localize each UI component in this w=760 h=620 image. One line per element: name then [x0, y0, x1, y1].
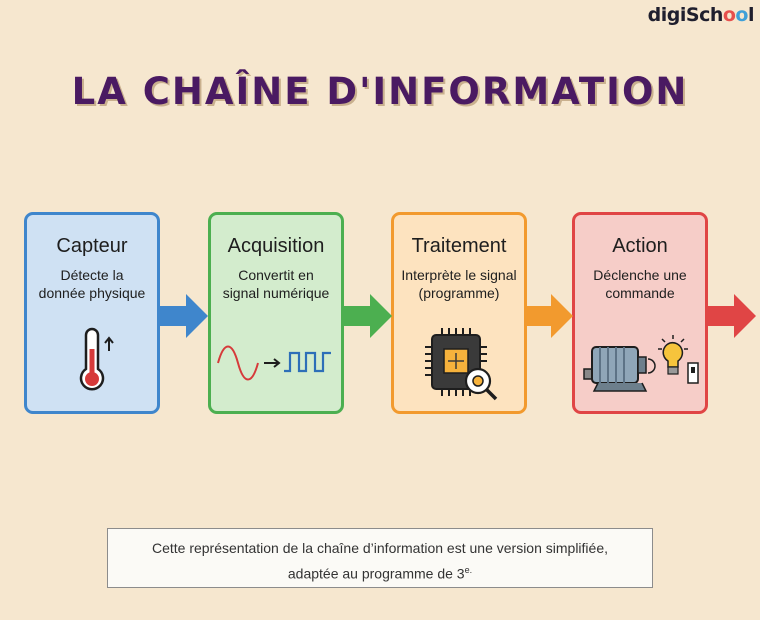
stage-title: Action — [612, 235, 668, 257]
motor-lightbulb-icon — [583, 335, 699, 392]
flow-arrow — [160, 294, 208, 338]
signal-conversion-icon — [217, 345, 331, 381]
flow-arrow — [708, 294, 756, 338]
note-line-1: Cette représentation de la chaîne d’info… — [151, 540, 609, 556]
microchip-icon — [425, 328, 498, 401]
note-box: Cette représentation de la chaîne d’info… — [107, 528, 653, 588]
stage-title: Capteur — [56, 235, 128, 257]
note-line-2: adaptée au programme de 3e. — [287, 565, 473, 582]
stage-action: Action Déclenche une commande — [572, 212, 708, 414]
flow-arrow — [344, 294, 392, 338]
stage-description: Déclenche une commande — [593, 267, 687, 301]
stage-title: Traitement — [411, 235, 507, 257]
digischool-logo: digiSchool — [647, 4, 755, 26]
stage-title: Acquisition — [227, 235, 325, 257]
stage-acquisition: Acquisition Convertit en signal numériqu… — [208, 212, 344, 414]
thermometer-icon — [79, 327, 114, 391]
page-title: LA CHAÎNE D'INFORMATION — [71, 70, 689, 113]
stage-description: Détecte la donnée physique — [38, 267, 146, 301]
stage-description: Interprète le signal (programme) — [401, 267, 517, 301]
stage-capteur: Capteur Détecte la donnée physique — [24, 212, 160, 414]
stage-traitement: Traitement Interprète le signal (program… — [391, 212, 527, 414]
stage-description: Convertit en signal numérique — [222, 267, 330, 301]
flow-arrow — [525, 294, 573, 338]
